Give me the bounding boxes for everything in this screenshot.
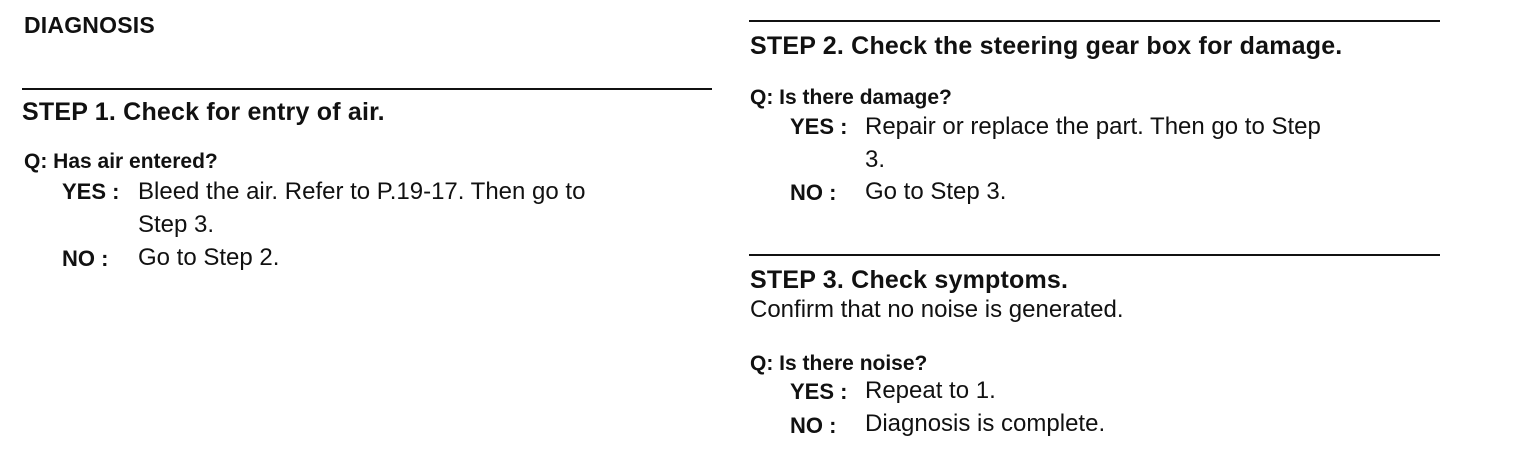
step-1-question: Q: Has air entered? — [24, 150, 218, 173]
step-1-no-label: NO : — [62, 246, 109, 271]
step-2-no-text: Go to Step 3. — [865, 178, 1007, 205]
step-2-yes-text-line2: 3. — [865, 146, 886, 173]
step-1-yes-label: YES : — [62, 179, 120, 204]
step-3-instruction: Confirm that no noise is generated. — [750, 296, 1124, 323]
step-3-divider — [749, 254, 1440, 256]
diagnosis-heading: DIAGNOSIS — [24, 12, 155, 38]
step-3-no-text: Diagnosis is complete. — [865, 410, 1106, 437]
step-3-yes-label: YES : — [790, 379, 848, 404]
step-3-no-label: NO : — [790, 413, 837, 438]
step-2-no-label: NO : — [790, 180, 837, 205]
step-2-yes-text-line1: Repair or replace the part. Then go to S… — [865, 113, 1321, 140]
step-2-yes-label: YES : — [790, 114, 848, 139]
step-2-divider — [749, 20, 1440, 22]
step-1-no-text: Go to Step 2. — [138, 244, 280, 271]
step-2-question: Q: Is there damage? — [750, 86, 952, 109]
step-3-title: STEP 3. Check symptoms. — [750, 266, 1069, 294]
step-1-yes-text-line2: Step 3. — [138, 211, 215, 238]
step-2-title: STEP 2. Check the steering gear box for … — [750, 32, 1343, 60]
step-1-title: STEP 1. Check for entry of air. — [22, 98, 385, 126]
step-1-divider — [22, 88, 712, 90]
step-1-yes-text-line1: Bleed the air. Refer to P.19-17. Then go… — [138, 178, 586, 205]
step-3-yes-text: Repeat to 1. — [865, 377, 996, 404]
step-3-question: Q: Is there noise? — [750, 352, 928, 375]
